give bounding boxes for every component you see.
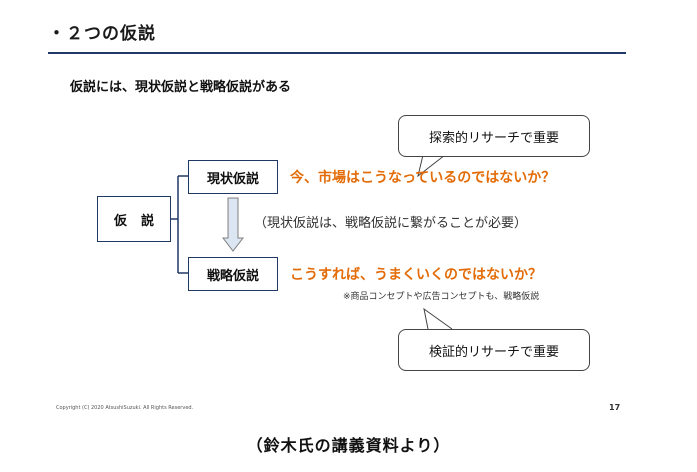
page-number: 17: [609, 403, 621, 412]
root-box-label: 仮説: [113, 213, 168, 229]
box-current-hypothesis: 現状仮説: [188, 160, 278, 194]
callout-verification-text: 検証的リサーチで重要: [428, 344, 559, 360]
down-arrow-icon: [221, 197, 245, 252]
example-note: ※商品コンセプトや広告コンセプトも、戦略仮説: [343, 292, 540, 302]
bubble-top-tail: [417, 154, 446, 178]
relation-note: （現状仮説は、戦略仮説に繋がることが必要）: [254, 216, 528, 231]
strategy-hypothesis-question: こうすれば、うまくいくのではないか？: [290, 267, 542, 283]
title-divider: [48, 52, 626, 54]
slide-subtitle: 仮説には、現状仮説と戦略仮説がある: [70, 80, 292, 95]
box-strategy-label: 戦略仮説: [206, 268, 259, 284]
bubble-bottom-tail: [423, 307, 453, 330]
image-caption: （鈴木氏の講義資料より）: [246, 436, 451, 455]
callout-verification: 検証的リサーチで重要: [398, 329, 590, 371]
box-current-label: 現状仮説: [206, 171, 259, 187]
callout-exploratory: 探索的リサーチで重要: [398, 115, 590, 157]
box-strategy-hypothesis: 戦略仮説: [188, 257, 278, 291]
callout-exploratory-text: 探索的リサーチで重要: [428, 130, 559, 146]
copyright-text: Copyright (C) 2020 AtsushiSuzuki. All Ri…: [56, 405, 194, 411]
current-hypothesis-question: 今、市場はこうなっているのではないか？: [290, 170, 556, 186]
slide-title: ・２つの仮説: [48, 24, 156, 44]
root-box-hypothesis: 仮説: [97, 196, 171, 242]
